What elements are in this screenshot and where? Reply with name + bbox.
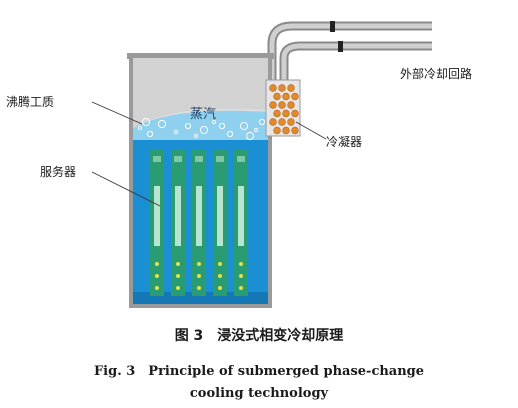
boiling-fluid-leader xyxy=(91,101,143,125)
bubble xyxy=(146,130,154,138)
coil-dot xyxy=(273,109,281,118)
coil-dot xyxy=(273,92,281,101)
coil-dot xyxy=(291,92,299,101)
figure-caption-chinese: 图 3 浸没式相变冷却原理 xyxy=(174,328,344,344)
bubble xyxy=(141,117,151,127)
leader-lines xyxy=(91,101,327,207)
bubble xyxy=(193,133,199,139)
bubble xyxy=(173,129,179,135)
server-label: 服务器 xyxy=(40,164,76,179)
server-blade xyxy=(192,150,206,296)
coil-dot xyxy=(291,109,299,118)
server-blade xyxy=(171,150,185,296)
server-blade xyxy=(234,150,248,296)
bubble xyxy=(211,119,217,125)
coil-dot xyxy=(278,101,286,109)
server-rack xyxy=(150,150,248,296)
tank-lid xyxy=(127,53,274,59)
coil-dot xyxy=(278,84,286,92)
coil-dot xyxy=(287,101,295,109)
coil-dot xyxy=(282,109,290,118)
vapor-label: 蒸汽 xyxy=(190,107,216,122)
coil-dot xyxy=(269,84,277,92)
condenser-unit xyxy=(265,79,301,137)
condenser-label: 冷凝器 xyxy=(326,134,362,149)
server-blade xyxy=(213,150,227,296)
coil-dot xyxy=(282,126,290,135)
coil-dot xyxy=(287,118,295,126)
server-leader xyxy=(91,171,161,207)
condenser-coil-dots xyxy=(269,84,299,135)
coil-dot xyxy=(287,84,295,92)
coil-dot xyxy=(291,126,299,135)
coil-dot xyxy=(269,101,277,109)
figure-caption-english-line1: Fig. 3 Principle of submerged phase-chan… xyxy=(93,364,425,379)
boiling-fluid-label: 沸腾工质 xyxy=(6,94,54,109)
bubble xyxy=(157,119,167,129)
bubble xyxy=(239,121,249,131)
bubble xyxy=(137,125,143,131)
coil-dot xyxy=(269,118,277,126)
condenser-leader xyxy=(295,121,327,140)
bubble xyxy=(258,118,266,126)
bubble xyxy=(245,131,255,141)
coil-dot xyxy=(278,118,286,126)
boiling-bubbles xyxy=(137,117,266,141)
bubble xyxy=(199,125,209,135)
coil-dot xyxy=(273,126,281,135)
bubble xyxy=(226,130,234,138)
bubble xyxy=(218,122,226,130)
bubble xyxy=(253,127,259,133)
external-cooling-pipes xyxy=(267,21,432,80)
coil-dot xyxy=(282,92,290,101)
figure-caption-english-line2: cooling technology xyxy=(189,386,329,401)
bubble xyxy=(184,122,192,130)
server-blade xyxy=(150,150,164,296)
external-cooling-loop-label: 外部冷却回路 xyxy=(400,66,472,81)
